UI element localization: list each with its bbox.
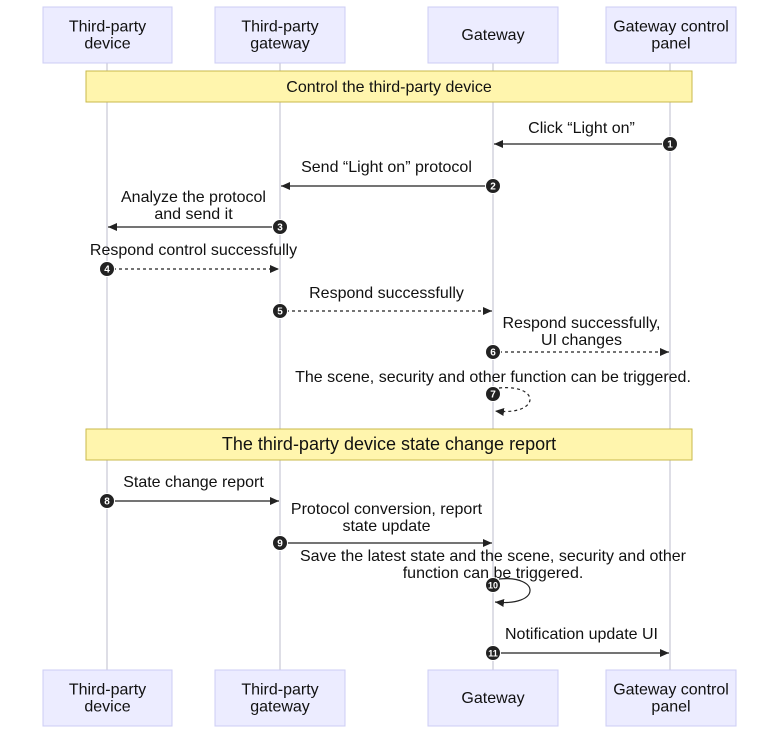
participant-label: Gateway <box>461 690 524 707</box>
message-arrow <box>494 578 531 607</box>
sequence-number-badge: 3 <box>272 219 288 235</box>
message-2: Send “Light on” protocol 2 <box>281 159 501 194</box>
message-label: state update <box>342 518 430 535</box>
badge-number: 11 <box>488 649 498 659</box>
participant-label: device <box>84 36 130 53</box>
participant-label: Third-party <box>241 682 318 699</box>
message-label: UI changes <box>541 332 622 349</box>
message-label: The scene, security and other function c… <box>295 369 691 386</box>
badge-circle <box>485 386 501 402</box>
participant-label: Third-party <box>69 19 146 36</box>
badge-number: 7 <box>490 390 496 401</box>
message-label: Analyze the protocol <box>121 189 266 206</box>
message-label: Respond successfully <box>309 285 464 302</box>
message-label: Notification update UI <box>505 626 658 643</box>
badge-circle <box>99 493 115 509</box>
message-5: Respond successfully 5 <box>272 285 492 319</box>
message-label: Respond successfully, <box>503 315 661 332</box>
badge-number: 2 <box>490 182 496 193</box>
badge-circle <box>272 303 288 319</box>
message-11: Notification update UI 11 <box>485 626 669 661</box>
participant-box <box>427 6 559 64</box>
message-label: function can be triggered. <box>403 565 584 582</box>
badge-circle <box>99 261 115 277</box>
participant-box <box>42 6 173 64</box>
note-box <box>85 428 693 461</box>
badge-number: 5 <box>277 307 283 318</box>
sequence-number-badge: 6 <box>485 344 501 360</box>
badge-circle <box>485 178 501 194</box>
badge-number: 8 <box>104 497 110 508</box>
participant-box <box>214 669 346 727</box>
participant-label: device <box>84 699 130 716</box>
badge-number: 10 <box>488 581 498 591</box>
participant-label: Gateway control <box>613 19 729 36</box>
message-10: Save the latest state and the scene, sec… <box>300 548 687 607</box>
sequence-number-badge: 1 <box>662 136 678 152</box>
badge-circle <box>485 645 501 661</box>
badge-circle <box>485 344 501 360</box>
badge-circle <box>272 535 288 551</box>
sequence-number-badge: 11 <box>485 645 501 661</box>
message-arrow <box>494 387 531 416</box>
participant-label: gateway <box>250 699 310 716</box>
badge-number: 3 <box>277 223 283 234</box>
sequence-number-badge: 7 <box>485 386 501 402</box>
sequence-number-badge: 4 <box>99 261 115 277</box>
participant-gateway-bottom: Gateway <box>427 669 559 727</box>
participant-box <box>42 669 173 727</box>
sequence-number-badge: 9 <box>272 535 288 551</box>
message-label: Save the latest state and the scene, sec… <box>300 548 687 565</box>
message-label: Protocol conversion, report <box>291 501 483 518</box>
participant-box <box>214 6 346 64</box>
participant-box <box>605 6 737 64</box>
message-label: and send it <box>154 206 233 223</box>
participant-gateway-top: Gateway <box>427 6 559 64</box>
participant-box <box>605 669 737 727</box>
participant-label: panel <box>651 36 690 53</box>
badge-circle <box>662 136 678 152</box>
message-7: The scene, security and other function c… <box>295 369 691 416</box>
note-text: The third-party device state change repo… <box>222 434 556 454</box>
participant-label: Third-party <box>241 19 318 36</box>
participant-label: gateway <box>250 36 310 53</box>
note-text: Control the third-party device <box>286 79 492 96</box>
sequence-number-badge: 8 <box>99 493 115 509</box>
sequence-number-badge: 5 <box>272 303 288 319</box>
note-box <box>85 70 693 103</box>
participant-label: Third-party <box>69 682 146 699</box>
badge-number: 1 <box>667 140 673 151</box>
badge-circle <box>272 219 288 235</box>
badge-number: 6 <box>490 348 496 359</box>
message-label: State change report <box>123 474 264 491</box>
participant-label: Gateway control <box>613 682 729 699</box>
sequence-number-badge: 2 <box>485 178 501 194</box>
message-label: Click “Light on” <box>528 120 635 137</box>
message-8: State change report 8 <box>99 474 279 509</box>
message-label: Send “Light on” protocol <box>301 159 472 176</box>
message-label: Respond control successfully <box>90 242 297 259</box>
badge-number: 4 <box>104 265 110 276</box>
message-6: Respond successfully,UI changes 6 <box>485 315 669 360</box>
sequence-number-badge: 10 <box>485 577 501 593</box>
participant-label: panel <box>651 699 690 716</box>
message-4: Respond control successfully 4 <box>90 242 297 277</box>
participant-label: Gateway <box>461 27 524 44</box>
note-2: The third-party device state change repo… <box>85 428 693 461</box>
badge-number: 9 <box>277 539 283 550</box>
message-1: Click “Light on” 1 <box>494 120 678 152</box>
note-1: Control the third-party device <box>85 70 693 103</box>
badge-circle <box>485 577 501 593</box>
participant-box <box>427 669 559 727</box>
